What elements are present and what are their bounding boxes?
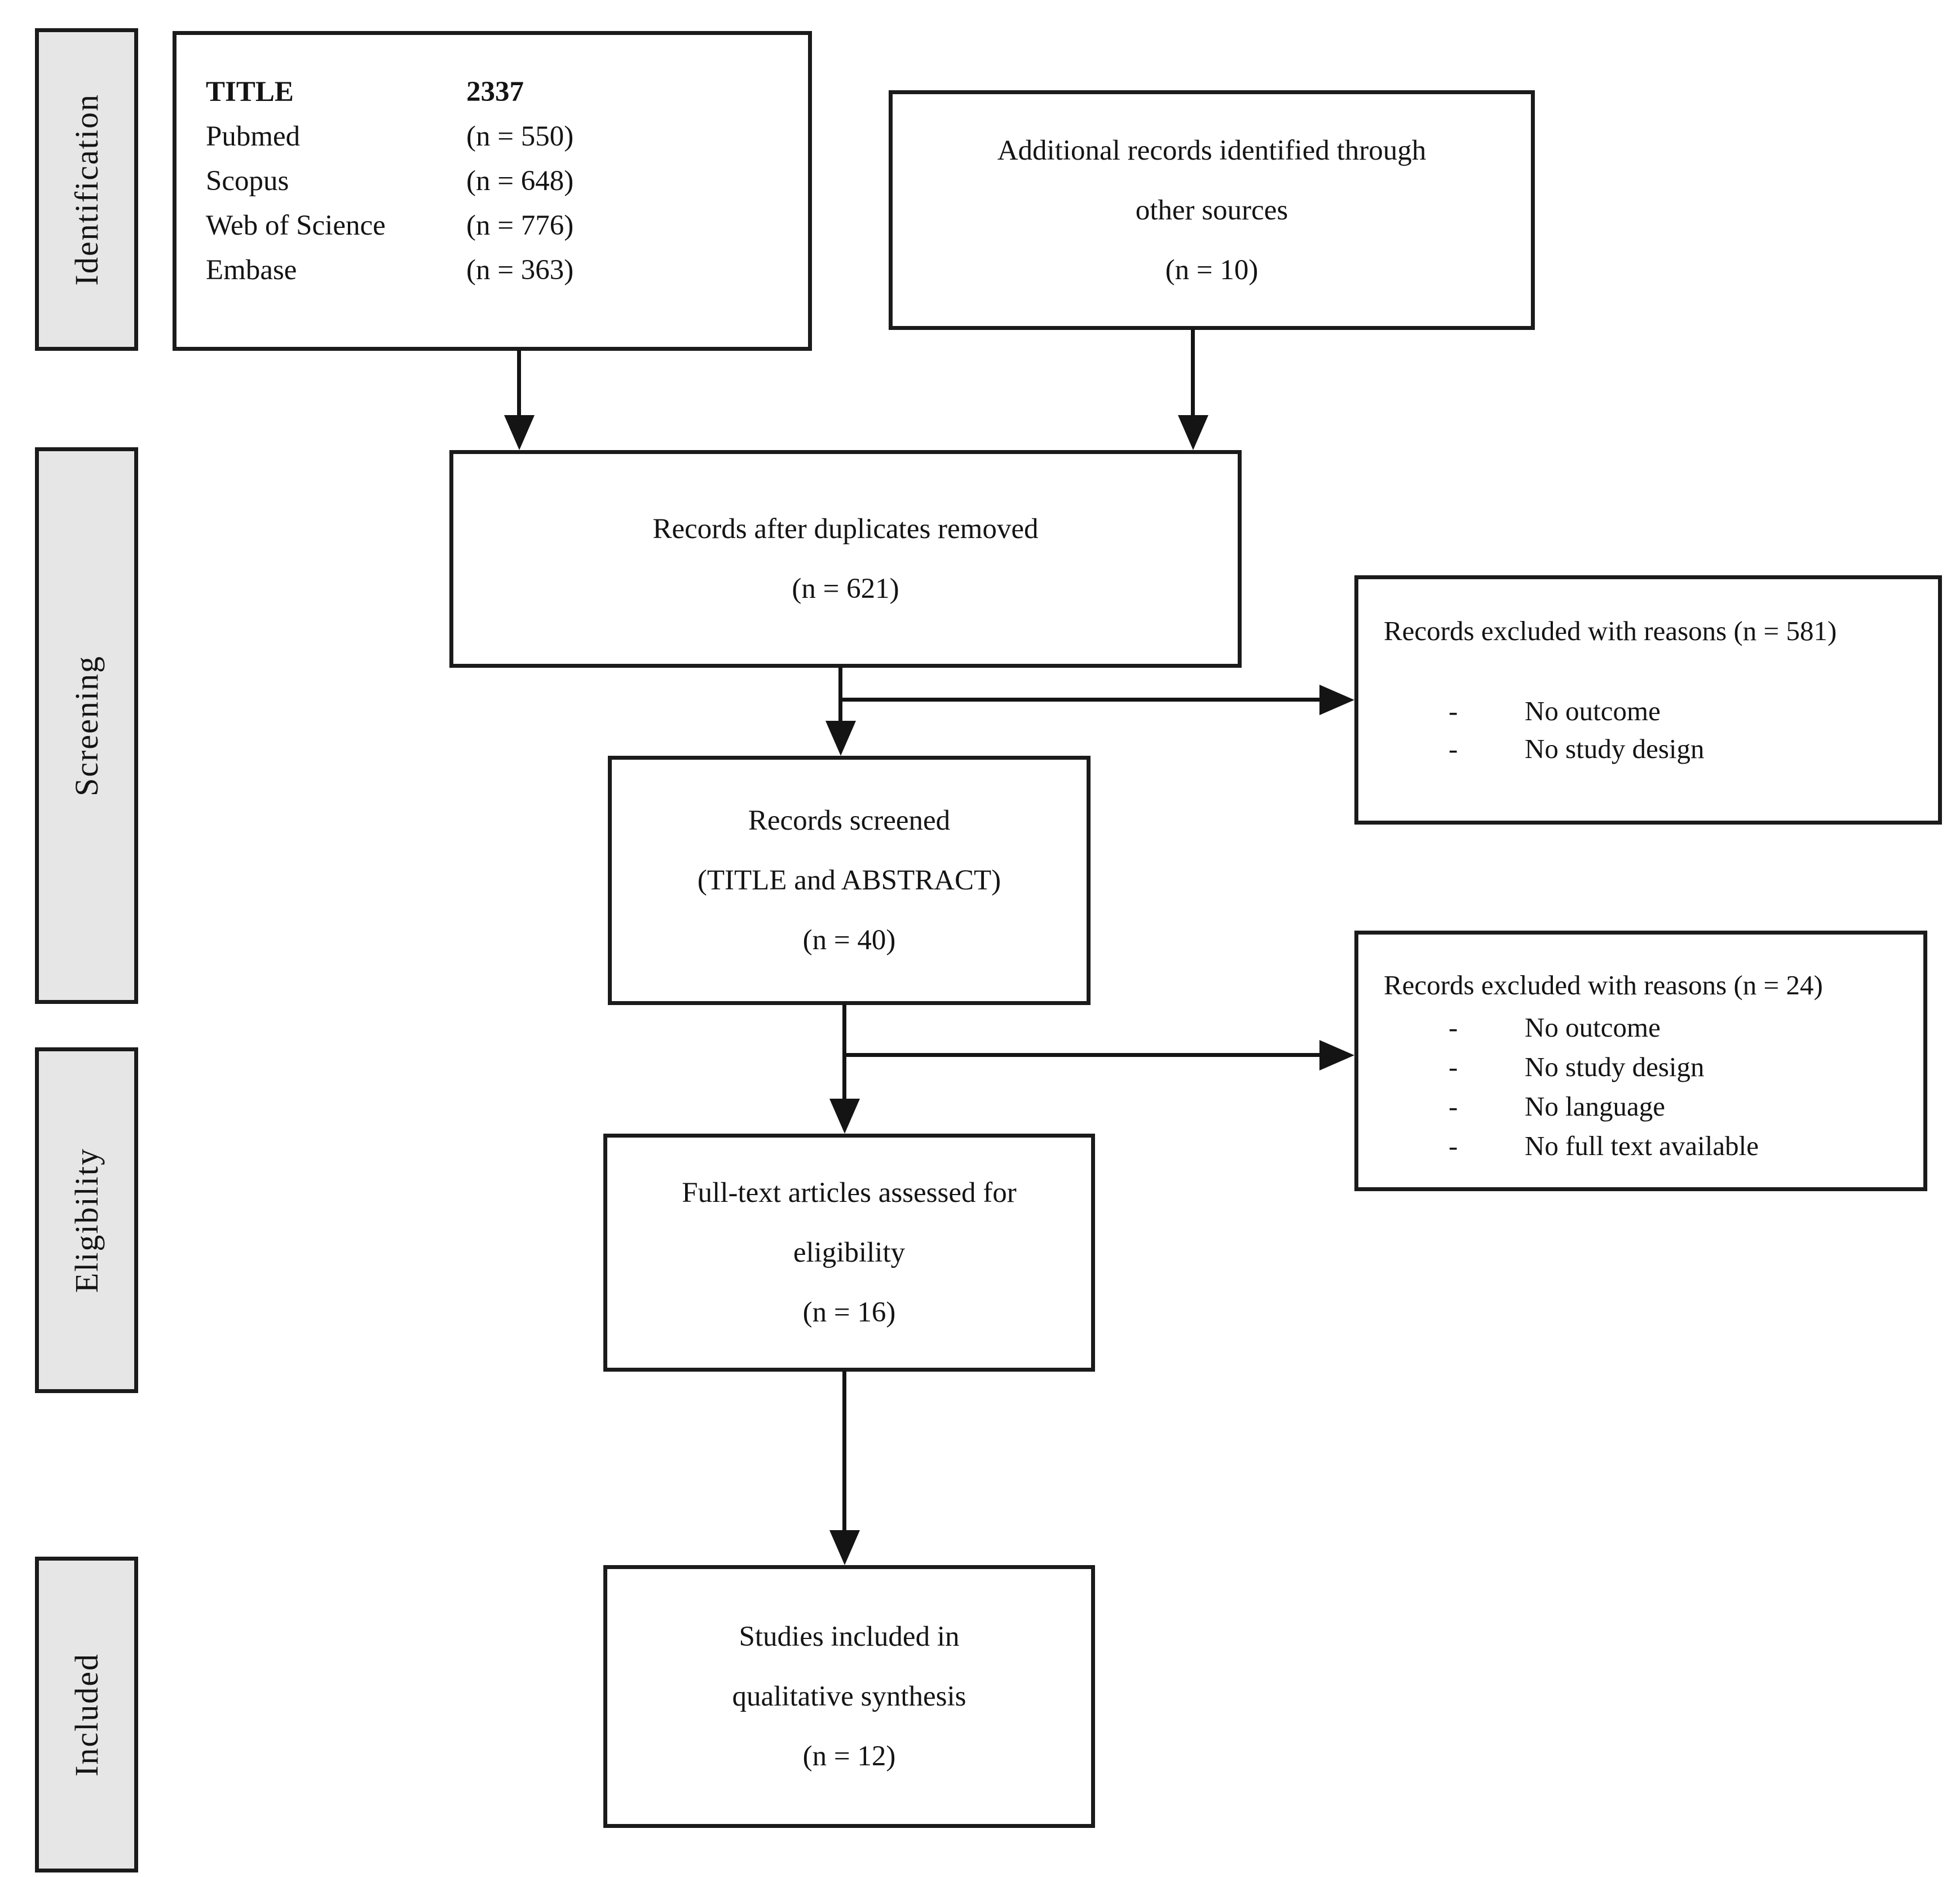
exclusion-reason: - No outcome — [1384, 1008, 1912, 1047]
source-value: (n = 776) — [466, 210, 574, 241]
sources-box: TITLE 2337 Pubmed (n = 550) Scopus (n = … — [173, 31, 812, 351]
arrowhead-right-icon — [1319, 685, 1354, 715]
bullet-dash: - — [1449, 1012, 1458, 1043]
bullet-dash: - — [1449, 733, 1458, 764]
exclusion-reason: - No study design — [1384, 730, 1927, 768]
bullet-dash: - — [1449, 1130, 1458, 1161]
records-excluded-1-reasons: - No outcome - No study design — [1384, 692, 1927, 768]
arrowhead-down-icon — [504, 415, 535, 450]
fulltext-assessed-line: eligibility — [793, 1237, 906, 1268]
arrowhead-down-icon — [1178, 415, 1208, 450]
exclusion-reason: - No language — [1384, 1087, 1912, 1126]
bullet-dash: - — [1449, 695, 1458, 726]
exclusion-reason: - No outcome — [1384, 692, 1927, 730]
records-excluded-2-title: Records excluded with reasons (n = 24) — [1384, 970, 1823, 1001]
stage-included-label: Included — [68, 1653, 105, 1777]
records-excluded-1-title: Records excluded with reasons (n = 581) — [1384, 615, 1837, 646]
fulltext-assessed-count: (n = 16) — [802, 1297, 896, 1328]
bullet-dash: - — [1449, 1051, 1458, 1082]
source-label: Web of Science — [206, 210, 386, 241]
stage-eligibility-label: Eligibility — [68, 1147, 105, 1293]
studies-included-count: (n = 12) — [802, 1741, 896, 1772]
records-excluded-2-reasons: - No outcome - No study design - No lang… — [1384, 1008, 1912, 1166]
bullet-dash: - — [1449, 1091, 1458, 1122]
records-excluded-box-2: Records excluded with reasons (n = 24) -… — [1354, 931, 1927, 1191]
source-row-title: TITLE 2337 — [206, 70, 808, 114]
source-row-embase: Embase (n = 363) — [206, 248, 808, 293]
arrowhead-down-icon — [826, 721, 856, 756]
connector-dedup-to-screened — [838, 667, 842, 722]
records-excluded-box-1: Records excluded with reasons (n = 581) … — [1354, 575, 1942, 825]
stage-screening-label: Screening — [68, 655, 105, 796]
connector-additional-to-dedup — [1191, 329, 1195, 418]
stage-included: Included — [35, 1557, 138, 1872]
duplicates-removed-line: Records after duplicates removed — [652, 513, 1039, 545]
additional-records-line: other sources — [1135, 194, 1288, 226]
connector-to-excluded-1 — [838, 698, 1321, 702]
records-screened-line: Records screened — [748, 805, 951, 836]
source-value: 2337 — [466, 76, 524, 108]
connector-to-excluded-2 — [842, 1053, 1321, 1057]
studies-included-line: qualitative synthesis — [732, 1681, 966, 1712]
source-row-web-of-science: Web of Science (n = 776) — [206, 204, 808, 248]
records-screened-line: (TITLE and ABSTRACT) — [697, 865, 1001, 896]
fulltext-assessed-line: Full-text articles assessed for — [682, 1177, 1017, 1209]
source-value: (n = 550) — [466, 121, 574, 152]
studies-included-box: Studies included in qualitative synthesi… — [603, 1565, 1095, 1828]
stage-screening: Screening — [35, 447, 138, 1004]
connector-sources-to-dedup — [517, 350, 521, 418]
source-label: TITLE — [206, 76, 294, 108]
arrowhead-right-icon — [1319, 1040, 1354, 1070]
studies-included-line: Studies included in — [739, 1621, 960, 1653]
additional-records-line: Additional records identified through — [997, 134, 1427, 166]
connector-screened-to-fulltext — [842, 1004, 846, 1100]
source-value: (n = 363) — [466, 254, 574, 286]
connector-fulltext-to-included — [842, 1371, 846, 1531]
source-value: (n = 648) — [466, 165, 574, 197]
additional-records-count: (n = 10) — [1165, 254, 1259, 286]
records-screened-count: (n = 40) — [802, 924, 896, 956]
stage-identification: Identification — [35, 28, 138, 351]
source-row-scopus: Scopus (n = 648) — [206, 159, 808, 204]
arrowhead-down-icon — [829, 1530, 860, 1565]
source-label: Pubmed — [206, 121, 301, 152]
source-label: Scopus — [206, 165, 289, 197]
exclusion-reason: - No study design — [1384, 1047, 1912, 1087]
stage-identification-label: Identification — [68, 93, 105, 286]
exclusion-reason: - No full text available — [1384, 1126, 1912, 1166]
records-screened-box: Records screened (TITLE and ABSTRACT) (n… — [608, 756, 1091, 1005]
source-row-pubmed: Pubmed (n = 550) — [206, 114, 808, 159]
arrowhead-down-icon — [829, 1099, 860, 1134]
source-label: Embase — [206, 254, 297, 286]
fulltext-assessed-box: Full-text articles assessed for eligibil… — [603, 1134, 1095, 1372]
duplicates-removed-count: (n = 621) — [792, 573, 899, 605]
stage-eligibility: Eligibility — [35, 1047, 138, 1393]
duplicates-removed-box: Records after duplicates removed (n = 62… — [449, 450, 1242, 668]
additional-records-box: Additional records identified through ot… — [889, 90, 1535, 330]
